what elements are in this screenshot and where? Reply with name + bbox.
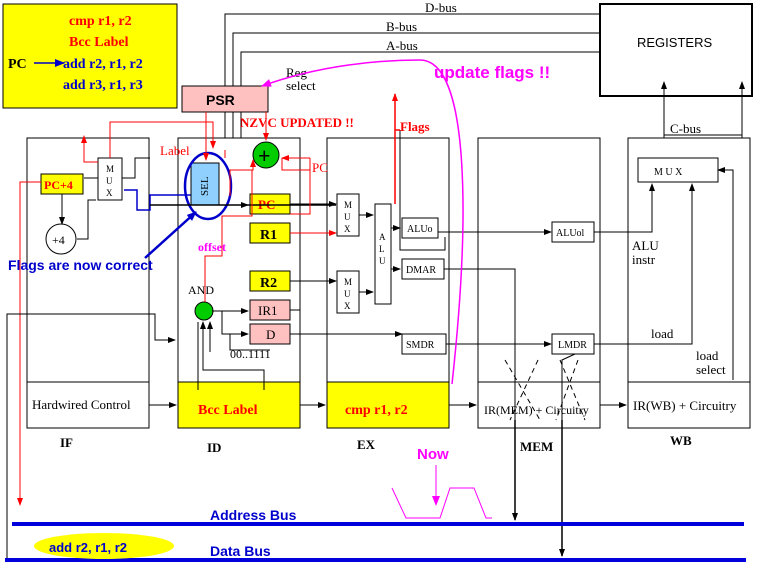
ex-instr-label: cmp r1, r2 (345, 403, 408, 418)
wb-mux-label: M U X (654, 167, 683, 178)
if-blue-wires (124, 189, 191, 211)
ex-stage-name: EX (357, 437, 376, 452)
id-r1-label: R1 (260, 228, 277, 243)
aluol-label: ALUol (556, 228, 585, 239)
data-bus-instr-highlight (34, 533, 174, 559)
wb-stage-name: WB (670, 433, 692, 448)
alu-block (374, 203, 392, 305)
flags-correct-arrow (144, 211, 197, 259)
if-wires (59, 157, 150, 240)
id-r2-label: R2 (260, 276, 277, 291)
if-mux (97, 157, 123, 201)
b-bus-label: B-bus (386, 19, 417, 34)
and-gate (194, 301, 214, 321)
wb-mux (637, 157, 719, 183)
a-bus-label: A-bus (386, 38, 418, 53)
branch-adder (252, 141, 280, 169)
if-stage-name: IF (60, 435, 73, 450)
flags-path (392, 93, 400, 204)
reg-select-label-2: select (286, 78, 316, 93)
if-mux-u: U (106, 176, 113, 186)
lmdr-label: LMDR (558, 340, 587, 351)
code-line-3: add r2, r1, r2 (63, 57, 143, 72)
plus4-label: +4 (52, 233, 65, 247)
if-control-label: Hardwired Control (32, 397, 131, 412)
if-red-wires (17, 121, 216, 506)
code-pc-label: PC (8, 57, 27, 72)
alu-u: U (379, 256, 386, 266)
sel-box (190, 162, 220, 206)
load-select-label-2: select (696, 362, 726, 377)
label-label: Label (160, 143, 190, 158)
ex-mux-bottom-x: X (344, 301, 351, 311)
alu-instr-label-2: instr (632, 252, 656, 267)
psr-label: PSR (206, 92, 235, 108)
aluo-register (401, 217, 439, 239)
id-red-wires (203, 112, 337, 302)
mem-stage-box (477, 137, 601, 429)
now-label: Now (417, 446, 449, 463)
branch-adder-label: + (258, 143, 271, 168)
mem-stage-name: MEM (520, 439, 553, 454)
ex-mux-bottom-u: U (344, 289, 351, 299)
constant-label: 00..1111 (230, 347, 271, 361)
mem-control-label: IR(MEM) + Circuitry (484, 403, 589, 417)
data-bus-label: Data Bus (210, 543, 271, 559)
code-line-4: add r3, r1, r3 (63, 78, 143, 93)
ex-mux-top-x: X (344, 224, 351, 234)
load-select-label-1: load (696, 348, 719, 363)
mem-dashed-wires (504, 359, 586, 421)
alu-l: L (379, 244, 385, 254)
smdr-label: SMDR (406, 340, 435, 351)
clock-waveform (391, 487, 492, 519)
pc4-label: PC+4 (44, 178, 73, 192)
load-label: load (651, 326, 674, 341)
stage-boxes (26, 137, 751, 429)
code-line-1: cmp r1, r2 (69, 14, 132, 29)
ex-mux-top-u: U (344, 212, 351, 222)
flags-correct-label: Flags are now correct (8, 257, 153, 273)
offset-label: offset (198, 240, 226, 254)
psr-register (181, 85, 269, 113)
alu-instr-label-1: ALU (632, 238, 659, 253)
ex-mux-top-m: M (344, 200, 352, 210)
aluo-label: ALUo (407, 224, 433, 235)
and-gate-label: AND (188, 283, 214, 297)
ex-black-wires (359, 130, 552, 520)
id-black-wires (150, 201, 403, 390)
ex-mux-bottom-m: M (344, 277, 352, 287)
code-line-2: Bcc Label (69, 35, 129, 50)
load-select-wire (717, 167, 734, 380)
id-instr-label: Bcc Label (198, 403, 258, 418)
nzvc-updated-label: NZVC UPDATED !! (240, 115, 354, 130)
if-mux-m: M (106, 164, 114, 174)
id-d-label: D (266, 327, 275, 342)
flags-label: Flags (400, 119, 430, 134)
code-box (2, 3, 178, 109)
c-bus-label: C-bus (670, 121, 701, 136)
address-bus-label: Address Bus (210, 507, 297, 523)
update-flags-label: update flags !! (434, 63, 550, 82)
if-mux-x: X (106, 188, 113, 198)
update-flags-arc (261, 59, 464, 385)
data-bus-instr-label: add r2, r1, r2 (49, 540, 127, 555)
d-bus-label: D-bus (425, 0, 457, 15)
id-stage-name: ID (207, 440, 221, 455)
left-bus-wires (6, 313, 176, 560)
sel-label: SEL (199, 176, 211, 196)
pc-red-label: PC (312, 160, 328, 175)
wb-control-label: IR(WB) + Circuitry (633, 398, 737, 413)
registers-label: REGISTERS (637, 35, 712, 50)
dmar-label: DMAR (406, 265, 436, 276)
alu-a: A (379, 232, 386, 242)
id-ir1-label: IR1 (258, 303, 278, 318)
registers-block (599, 3, 753, 97)
